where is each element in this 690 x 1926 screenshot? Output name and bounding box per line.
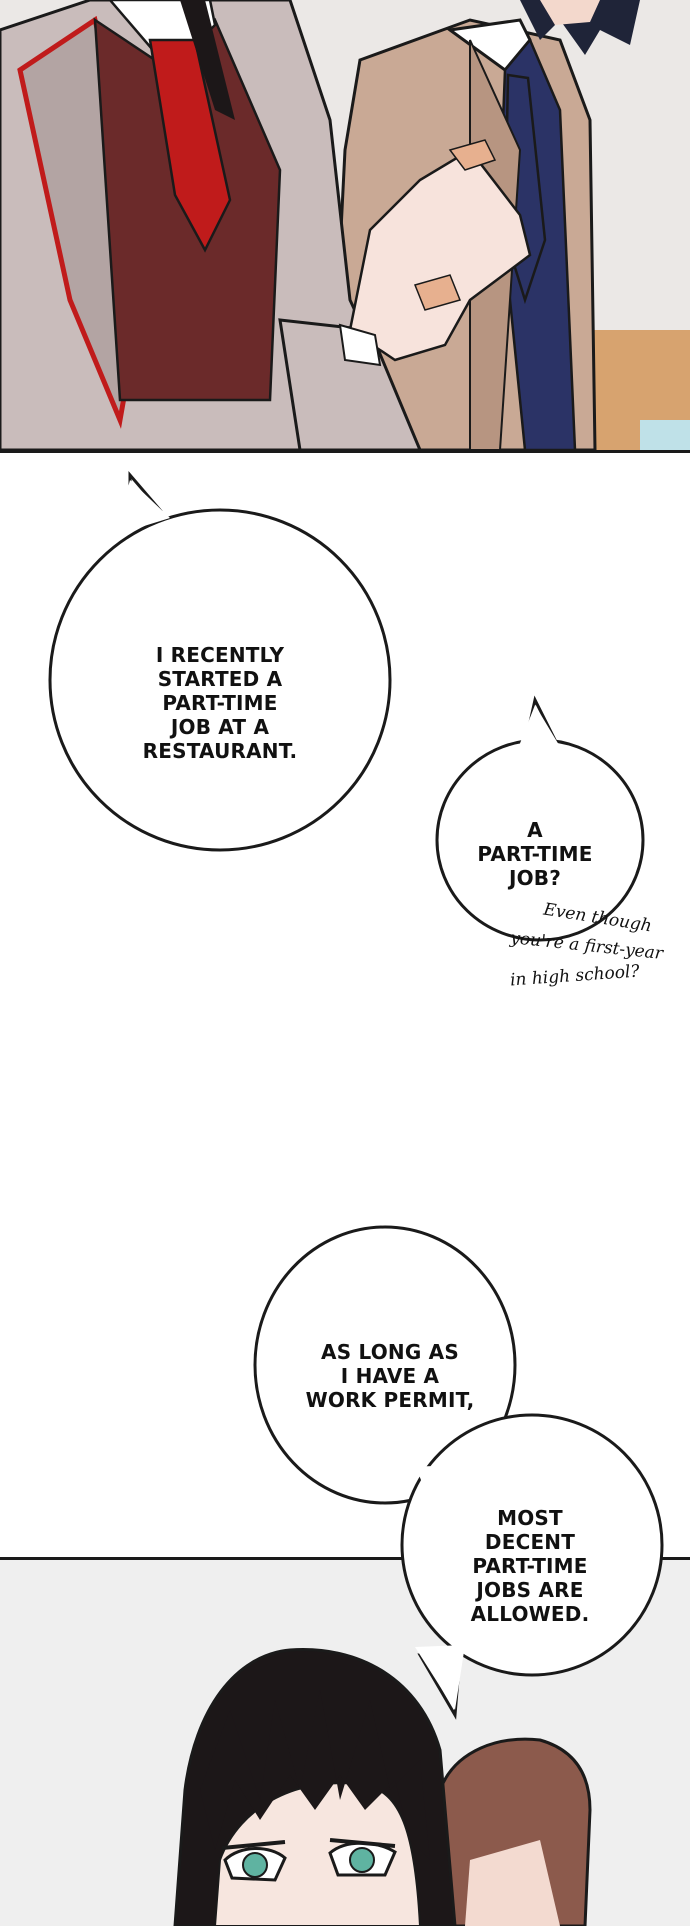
aside-line-3: in high school? [509,961,641,991]
bubble-text-question: A PART-TIME JOB? [477,818,593,890]
bottom-panel [0,1557,690,1926]
bubble-text-allowed: MOST DECENT PART-TIME JOBS ARE ALLOWED. [470,1506,590,1626]
bubble-text-permit: AS LONG AS I HAVE A WORK PERMIT, [305,1340,475,1412]
speech-bubble-question [435,695,645,942]
bubble-text-restaurant: I RECENTLY STARTED A PART-TIME JOB AT A … [142,643,298,763]
black-haired-girl-figure [173,1648,457,1926]
top-panel [0,0,690,453]
speech-bubble-restaurant [48,470,392,852]
brown-haired-girl-figure [428,1737,592,1926]
top-panel-art [0,0,690,450]
speech-bubble-pair [253,1225,664,1720]
girl-figure [0,0,532,450]
bottom-panel-art [0,1560,690,1926]
